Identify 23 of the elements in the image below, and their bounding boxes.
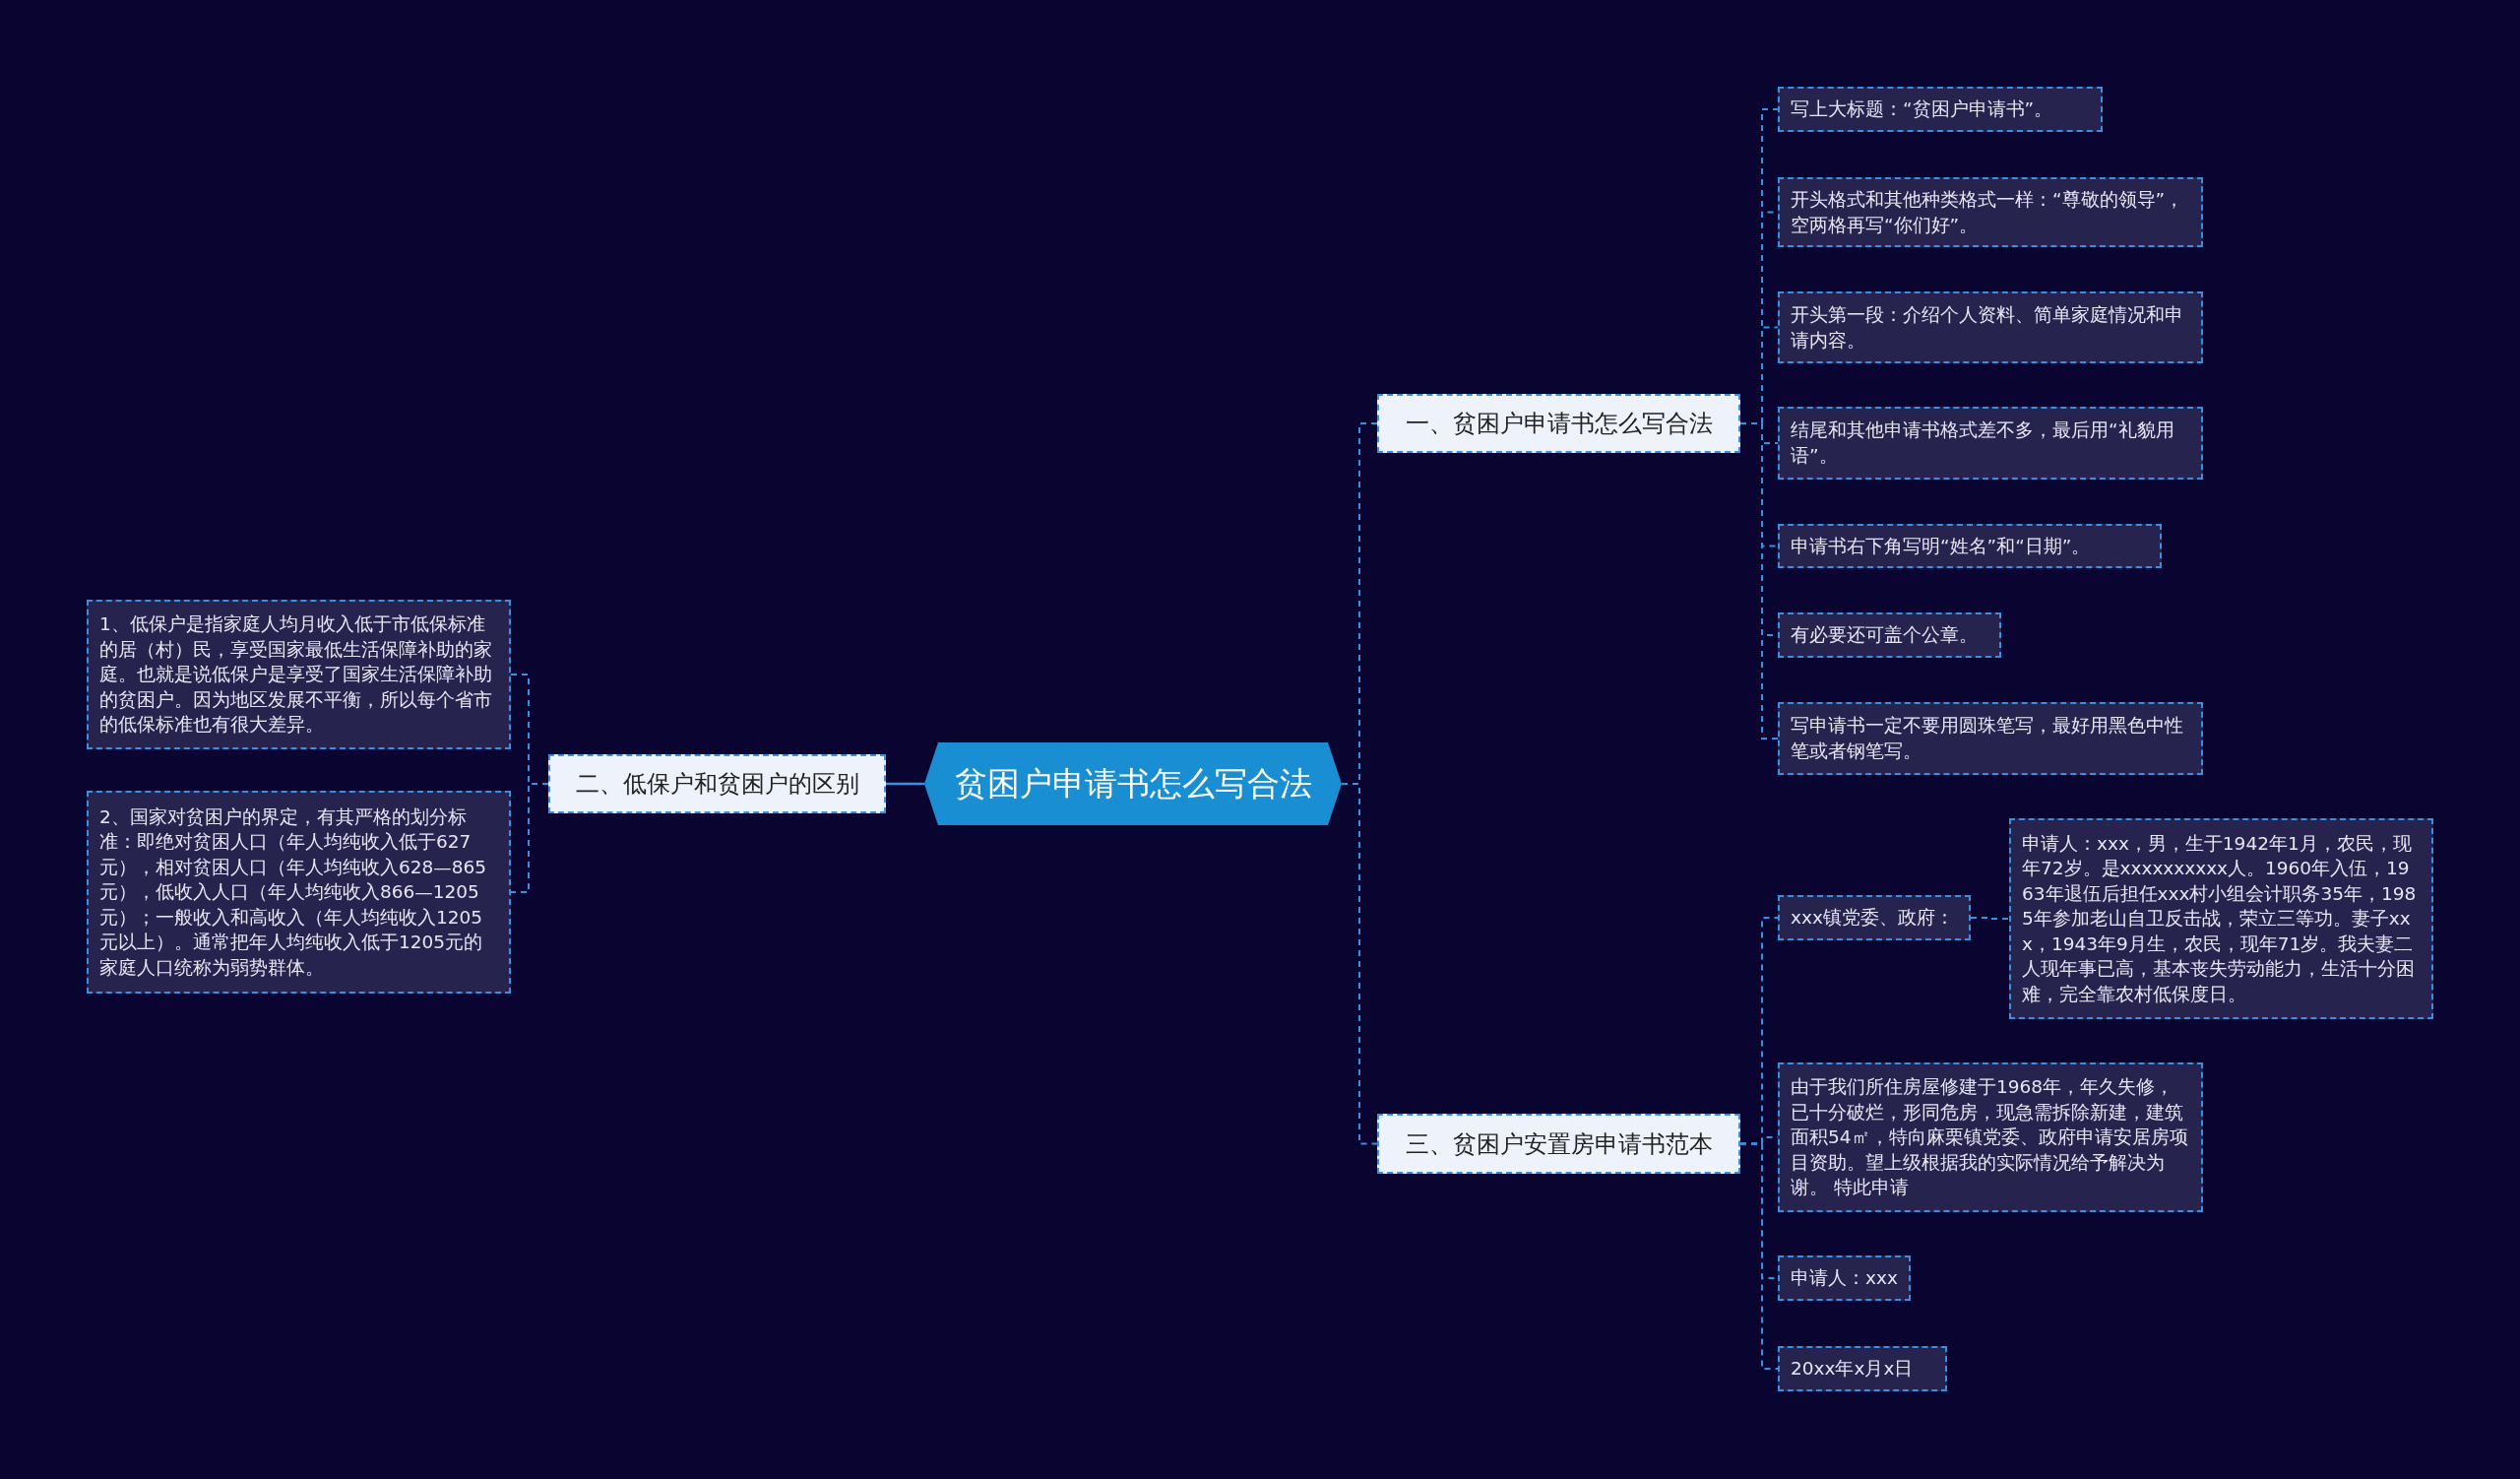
note-box: 申请人：xxx，男，生于1942年1月，农民，现年72岁。是xxxxxxxxxx人。1960年入伍，1963年退伍后担任xxx村小组会计职务35年，1985年参加老山自卫反击战，荣立三等功。妻子xxx，1943年9月生，农民，现年71岁。我夫妻二人现年事已高，基本丧失劳动能力，生活十分困难，完全靠农村低保度日。 <box>2009 818 2433 1019</box>
note-box: 有必要还可盖个公章。 <box>1778 612 2001 658</box>
note-box: 写上大标题：“贫困户申请书”。 <box>1778 87 2103 132</box>
central-topic: 贫困户申请书怎么写合法 <box>924 742 1342 825</box>
topic-box: 二、低保户和贫困户的区别 <box>548 754 886 813</box>
note-box: 1、低保户是指家庭人均月收入低于市低保标准的居（村）民，享受国家最低生活保障补助的家庭。也就是说低保户是享受了国家生活保障补助的贫困户。因为地区发展不平衡，所以每个省市的低保标准也有很大差异。 <box>87 600 511 749</box>
connector-line <box>1739 1142 1779 1370</box>
connector-line <box>510 783 549 893</box>
note-box: 20xx年x月x日 <box>1778 1346 1947 1391</box>
topic-box: 一、贫困户申请书怎么写合法 <box>1377 394 1740 453</box>
note-box: 开头格式和其他种类格式一样：“尊敬的领导”，空两格再写“你们好”。 <box>1778 177 2203 247</box>
note-box: 由于我们所住房屋修建于1968年，年久失修，已十分破烂，形同危房，现急需拆除新建，建筑面积54㎡，特向麻栗镇党委、政府申请安居房项目资助。望上级根据我的实际情况给予解决为谢。 特此申请 <box>1778 1062 2203 1212</box>
note-box: 写申请书一定不要用圆珠笔写，最好用黑色中性笔或者钢笔写。 <box>1778 702 2203 775</box>
note-box: xxx镇党委、政府： <box>1778 895 1971 940</box>
note-box: 2、国家对贫困户的界定，有其严格的划分标准：即绝对贫困人口（年人均纯收入低于627元），相对贫困人口（年人均纯收入628—865元），低收入人口（年人均纯收入866—1205元）；一般收入和高收入（年人均纯收入1205元以上）。通常把年人均纯收入低于1205元的家庭人口统称为弱势群体。 <box>87 791 511 994</box>
note-box: 申请书右下角写明“姓名”和“日期”。 <box>1778 524 2162 568</box>
connector-line <box>886 782 924 786</box>
topic-box: 三、贫困户安置房申请书范本 <box>1377 1114 1740 1174</box>
note-box: 结尾和其他申请书格式差不多，最后用“礼貌用语”。 <box>1778 407 2203 480</box>
note-box: 开头第一段：介绍个人资料、简单家庭情况和申请内容。 <box>1778 291 2203 363</box>
connector-line <box>1739 422 1779 740</box>
note-box: 申请人：xxx <box>1778 1255 1911 1301</box>
connector-line <box>1970 917 2010 920</box>
